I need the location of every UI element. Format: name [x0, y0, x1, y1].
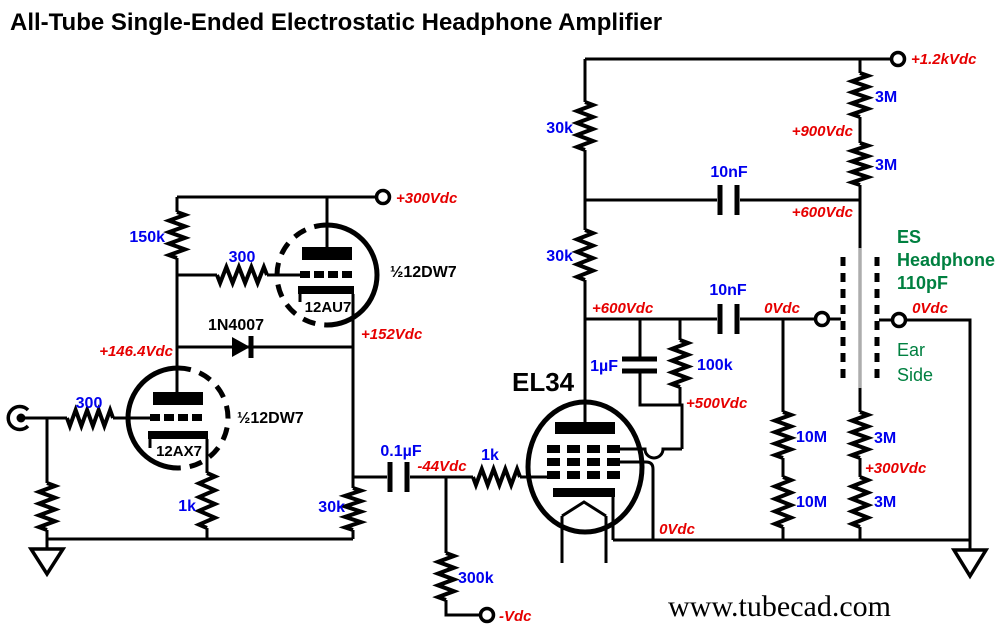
capacitors: [387, 185, 740, 492]
cathode-12au7: [298, 286, 354, 294]
tube-12au7: [274, 222, 380, 328]
label-c0u1: 0.1µF: [380, 443, 421, 460]
label-r3m-1: 3M: [875, 89, 897, 106]
label-c10n-top: 10nF: [710, 164, 748, 181]
label-r3m-4: 3M: [874, 494, 896, 511]
plate-el34: [555, 422, 615, 434]
grounds: [27, 547, 990, 580]
tube-12ax7: [125, 365, 231, 471]
label-r1k-el34: 1k: [481, 447, 499, 464]
terminal-stator-left: [813, 310, 831, 328]
label-r30k-lower: 30k: [546, 248, 573, 265]
plate-12ax7: [153, 392, 203, 405]
tube-el34: [525, 399, 645, 563]
ground-right: [950, 548, 990, 580]
label-side: Side: [897, 365, 933, 385]
resistor-100k: [666, 338, 694, 389]
voltage-minus44: -44Vdc: [417, 458, 467, 475]
label-r30k-coupling: 30k: [318, 499, 345, 516]
resistor-150k: [163, 210, 191, 260]
label-c10n-out: 10nF: [709, 282, 747, 299]
label-12ax7: 12AX7: [156, 443, 202, 460]
grid-12au7: [300, 271, 352, 278]
voltage-0-cathode: 0Vdc: [659, 521, 696, 538]
voltage-500: +500Vdc: [686, 395, 748, 412]
label-r150k: 150k: [129, 229, 165, 246]
terminal-stator-right: [890, 311, 908, 329]
page-title: All-Tube Single-Ended Electrostatic Head…: [10, 9, 662, 36]
voltage-300-right: +300Vdc: [865, 460, 927, 477]
voltage-146: +146.4Vdc: [99, 343, 173, 360]
capacitor-10nF-output: [717, 304, 740, 334]
resistor-300-upper-grid: [215, 261, 269, 289]
voltage-0-ear: 0Vdc: [912, 300, 949, 317]
diode-1n4007: [232, 336, 254, 358]
resistor-3m-1: [845, 71, 875, 119]
label-r10m-1: 10M: [796, 429, 827, 446]
label-c1u: 1µF: [590, 358, 618, 375]
terminal-plus1200: [889, 50, 907, 68]
label-r100k: 100k: [697, 357, 733, 374]
resistor-10m-2: [769, 475, 797, 529]
label-r300-input: 300: [76, 395, 103, 412]
headphone-element: [840, 248, 880, 388]
voltage-neg: -Vdc: [499, 608, 532, 625]
resistor-3m-3: [846, 410, 874, 460]
voltage-600-mid: +600Vdc: [592, 300, 654, 317]
resistor-10m-1: [769, 410, 797, 460]
terminals: [374, 50, 908, 624]
plate-12au7: [302, 247, 352, 260]
capacitor-1uF: [622, 356, 657, 374]
labels: All-Tube Single-Ended Electrostatic Head…: [10, 9, 995, 625]
label-110pf: 110pF: [897, 273, 948, 293]
resistor-3m-2: [845, 141, 875, 187]
resistor-30k-upper: [571, 100, 599, 152]
terminal-plus300: [374, 188, 392, 206]
resistor-300-input: [65, 404, 115, 432]
input-jack: [6, 404, 30, 432]
terminal-neg-bias: [478, 606, 496, 624]
label-r300-upper: 300: [229, 249, 256, 266]
label-el34: EL34: [512, 367, 575, 397]
resistor-3m-4: [846, 475, 874, 529]
resistor-300k-bias: [432, 551, 460, 602]
label-headphone: Headphone: [897, 250, 995, 270]
label-r1k-ax7: 1k: [178, 498, 196, 515]
ground-left: [27, 547, 67, 578]
resistor-30k-coupling: [338, 486, 368, 532]
label-half12dw7-lower: ½12DW7: [237, 410, 304, 427]
website-label: www.tubecad.com: [668, 590, 891, 623]
label-r3m-2: 3M: [875, 157, 897, 174]
cathode-el34: [553, 488, 615, 497]
capacitor-0.1uF: [387, 462, 410, 492]
label-ear: Ear: [897, 340, 925, 360]
resistor-input-shunt: [33, 481, 61, 532]
voltage-600-top: +600Vdc: [792, 204, 854, 221]
voltage-152: +152Vdc: [361, 326, 423, 343]
resistors: [33, 71, 875, 602]
label-r3m-3: 3M: [874, 430, 896, 447]
voltage-0-out: 0Vdc: [764, 300, 801, 317]
label-diode: 1N4007: [208, 317, 264, 334]
label-r10m-2: 10M: [796, 494, 827, 511]
voltage-1k2: +1.2kVdc: [911, 51, 977, 68]
label-r30k-upper: 30k: [546, 120, 573, 137]
cathode-12ax7: [148, 431, 208, 439]
resistor-30k-lower: [571, 228, 599, 282]
label-es: ES: [897, 227, 921, 247]
grids-el34: [547, 445, 620, 479]
grid-12ax7: [150, 414, 202, 421]
heater-el34: [560, 500, 608, 563]
voltage-900: +900Vdc: [792, 123, 854, 140]
capacitor-10nF-top: [717, 185, 740, 215]
wires: [25, 57, 972, 617]
resistor-1k-el34-grid: [471, 463, 522, 491]
label-r300k: 300k: [458, 570, 494, 587]
voltage-plus300: +300Vdc: [396, 190, 458, 207]
resistor-1k-12ax7-cathode: [193, 471, 221, 530]
label-12au7: 12AU7: [305, 299, 352, 316]
label-half12dw7-upper: ½12DW7: [390, 264, 457, 281]
